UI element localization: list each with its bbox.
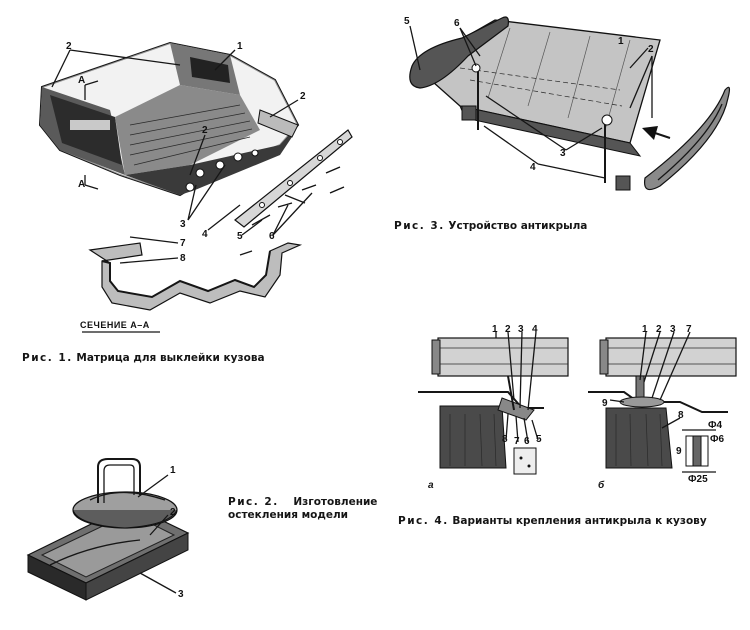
section-marks <box>84 80 99 190</box>
fig4b-callout-9: 9 <box>602 398 608 409</box>
fig4a-callout-1: 1 <box>492 324 498 335</box>
fig4b-callout-3: 3 <box>670 324 676 335</box>
fig1-callout-4: 4 <box>202 229 208 240</box>
fig4-caption-text: Варианты крепления антикрыла к кузову <box>452 515 707 527</box>
fig1-caption-text: Матрица для выклейки кузова <box>76 352 265 364</box>
fig3-callout-1: 1 <box>618 36 624 47</box>
section-a-a: СЕЧЕНИЕ А–А <box>80 242 303 333</box>
fig1-caption-lead: Рис. 1. <box>22 352 73 364</box>
fig1-callout-3: 3 <box>180 219 186 230</box>
fig3-callout-2: 2 <box>648 44 654 55</box>
fig1-callout-5: 5 <box>237 231 243 242</box>
fig2-caption-line2: остекления модели <box>228 509 349 521</box>
fig1-callout-2a: 2 <box>66 41 72 52</box>
handle <box>97 458 141 503</box>
fig2-callout-1: 1 <box>170 465 176 476</box>
fig3-callout-3: 3 <box>560 148 566 159</box>
side-strip <box>234 129 353 228</box>
fig4a-callout-6: 6 <box>524 436 530 447</box>
fig1-callout-1: 1 <box>237 41 243 52</box>
fig1-callout-7: 7 <box>180 238 186 249</box>
figure-2-drawing: 1 2 3 <box>26 458 190 601</box>
fig4b-callout-2: 2 <box>656 324 662 335</box>
section-label: СЕЧЕНИЕ А–А <box>80 320 150 330</box>
screws <box>277 166 345 208</box>
fig3-caption: Рис. 3. Устройство антикрыла <box>394 220 587 233</box>
fig4a-callout-2: 2 <box>505 324 511 335</box>
fig3-callout-6: 6 <box>454 18 460 29</box>
matrix-bolts <box>185 149 259 192</box>
variant-a-label: а <box>428 480 434 491</box>
fig3-callout-4: 4 <box>530 162 536 173</box>
dim-f25: Ф25 <box>688 474 708 485</box>
fig1-leaders <box>51 49 313 264</box>
fig4a-callout-7: 7 <box>514 436 520 447</box>
fig1-callout-2c: 2 <box>202 125 208 136</box>
section-mark-bottom: А <box>78 179 85 190</box>
fig4-caption-lead: Рис. 4. <box>398 515 449 527</box>
fig3-callout-5: 5 <box>404 16 410 27</box>
matrix-tray <box>38 41 300 197</box>
fig4a-callout-3: 3 <box>518 324 524 335</box>
variant-b: 1 2 3 7 9 8 9 Ф4 Ф6 Ф25 б <box>588 324 737 491</box>
fig4a-callout-8: 8 <box>502 434 508 445</box>
arrow <box>654 132 671 139</box>
fig4-caption: Рис. 4. Варианты крепления антикрыла к к… <box>398 515 707 528</box>
figure-4-drawing: 1 2 3 4 8 7 6 5 а 1 2 3 7 9 8 9 <box>418 324 737 491</box>
fig4b-callout-7: 7 <box>686 324 692 335</box>
fig4a-callout-4: 4 <box>532 324 538 335</box>
fig2-caption-lead: Рис. 2. <box>228 496 279 508</box>
fig4b-callout-8: 8 <box>678 410 684 421</box>
fig3-caption-text: Устройство антикрыла <box>448 220 588 232</box>
fig2-caption-line1: Изготовление <box>293 496 378 508</box>
end-plate-right <box>643 86 731 191</box>
end-plate-left <box>409 16 509 89</box>
fig3-caption-lead: Рис. 3. <box>394 220 445 232</box>
fig2-leaders <box>137 474 177 594</box>
struts <box>461 63 631 191</box>
fig4b-callout-9b: 9 <box>676 446 682 457</box>
fig1-caption: Рис. 1. Матрица для выклейки кузова <box>22 352 265 365</box>
variant-b-label: б <box>598 479 605 491</box>
fig3-leaders <box>409 25 653 179</box>
fig2-callout-2: 2 <box>170 507 176 518</box>
dim-f6: Ф6 <box>710 434 725 445</box>
fig1-callout-8: 8 <box>180 253 186 264</box>
figure-1-drawing: А А СЕЧЕНИЕ А–А 2 1 2 2 3 4 5 6 7 8 <box>38 41 353 333</box>
section-mark-top: А <box>78 75 85 86</box>
fig4a-callout-5: 5 <box>536 434 542 445</box>
fig2-caption: Рис. 2. Изготовление остекления модели <box>228 496 377 522</box>
figure-3-drawing: 5 6 1 2 4 3 <box>404 16 731 191</box>
fig4b-callout-1: 1 <box>642 324 648 335</box>
dim-f4: Ф4 <box>708 420 723 431</box>
fig2-callout-3: 3 <box>178 589 184 600</box>
variant-a: 1 2 3 4 8 7 6 5 а <box>418 324 569 491</box>
fig1-callout-2b: 2 <box>300 91 306 102</box>
fig1-callout-6: 6 <box>269 231 275 242</box>
